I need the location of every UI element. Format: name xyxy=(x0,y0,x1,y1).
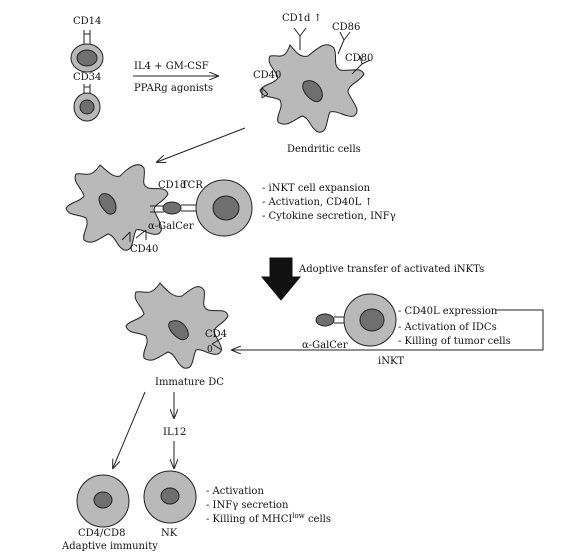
cd1d-up-label: CD1d ↑ xyxy=(282,13,322,24)
nk-label: NK xyxy=(161,528,178,539)
immature-dc-label: Immature DC xyxy=(155,377,224,388)
cd4cd8-label: CD4/CD8 xyxy=(78,528,125,539)
cd4cd8-t-cell xyxy=(76,474,130,528)
inkt-effect-1: - iNKT cell expansion xyxy=(262,183,371,194)
cd4-label: CD4 xyxy=(205,329,227,340)
il12-label: IL12 xyxy=(163,427,186,438)
idc-effect-3: - Killing of tumor cells xyxy=(398,336,511,347)
tcr-label: TCR xyxy=(181,180,203,191)
cd14-monocyte xyxy=(70,30,104,73)
nk-effect-2: - INFγ secretion xyxy=(206,500,289,511)
idc-effect-1: - CD40L expression xyxy=(398,306,498,317)
cd80-label: CD80 xyxy=(345,53,373,64)
nk-effects-list: - Activation - INFγ secretion - Killing … xyxy=(206,486,331,525)
inkt-effect-3: - Cytokine secretion, INFγ xyxy=(262,211,396,222)
inkt-effects-list: - iNKT cell expansion - Activation, CD40… xyxy=(262,183,396,222)
cd34-label: CD34 xyxy=(73,72,101,83)
cd40-top-label: CD40 xyxy=(253,70,281,81)
nk-effect-1: - Activation xyxy=(206,486,264,497)
idc-effect-2: - Activation of IDCs xyxy=(398,322,497,333)
idc-effects-list: - CD40L expression - Activation of IDCs … xyxy=(398,306,511,347)
cd1d-label: CD1d xyxy=(158,180,187,191)
nk-effect-3: - Killing of MHCIlow cells xyxy=(206,512,331,525)
to-cd4cd8-arrow xyxy=(113,391,146,468)
cd14-label: CD14 xyxy=(73,16,101,27)
immature-dc-cell xyxy=(125,282,229,369)
cd4-zero-label: 0 xyxy=(207,345,213,355)
galcer-label: α-GalCer xyxy=(148,221,194,232)
cd34-progenitor xyxy=(73,84,101,122)
galcer-bottom-label: α-GalCer xyxy=(302,340,348,351)
il4-gmcsf-label: IL4 + GM-CSF xyxy=(134,61,209,72)
nk-effect-3-suffix: cells xyxy=(305,514,331,525)
adoptive-transfer-arrow xyxy=(260,257,302,301)
pparg-label: PPARg agonists xyxy=(134,83,213,94)
dc-to-interaction-arrow xyxy=(157,127,246,162)
dendritic-cell-top xyxy=(259,27,371,133)
cd1d-galcer-complex xyxy=(121,201,196,242)
inkt-cell-bottom xyxy=(315,293,397,347)
inkt-return-arrow xyxy=(232,309,544,350)
cd40-mid-label: CD40 xyxy=(130,244,158,255)
dendritic-cell-mid xyxy=(65,164,169,251)
inkt-cell-mid xyxy=(195,179,253,237)
adoptive-transfer-label: Adoptive transfer of activated iNKTs xyxy=(298,264,484,275)
inkt-label: iNKT xyxy=(378,356,404,367)
nk-effect-3-prefix: - Killing of MHCI xyxy=(206,514,292,525)
adaptive-immunity-label: Adaptive immunity xyxy=(61,541,158,552)
dendritic-cells-label: Dendritic cells xyxy=(287,144,361,155)
cd86-label: CD86 xyxy=(332,22,360,33)
nk-cell xyxy=(143,470,197,524)
inkt-effect-2: - Activation, CD40L ↑ xyxy=(262,197,373,208)
nk-effect-3-superscript: low xyxy=(292,512,304,520)
